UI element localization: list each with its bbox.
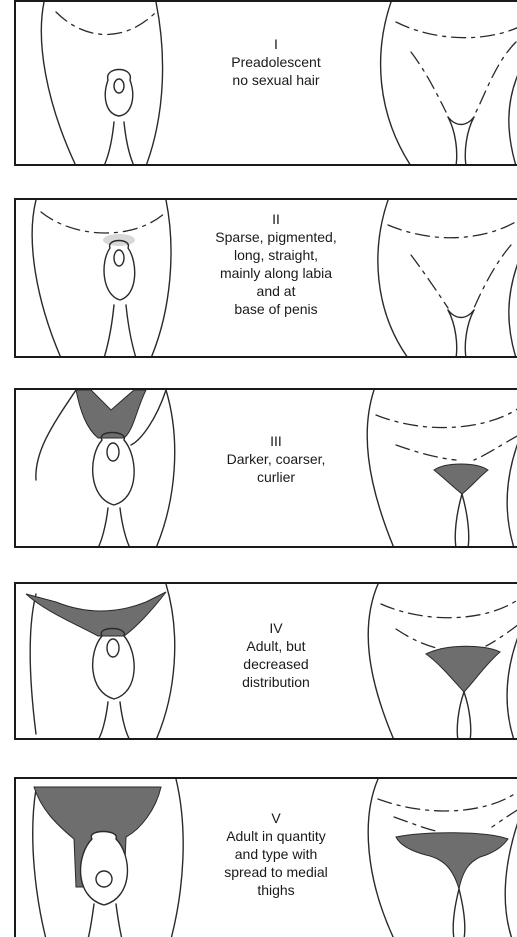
stage-2-line-1: Sparse, pigmented, <box>196 228 356 246</box>
stage-5-line-1: Adult in quantity <box>196 827 356 845</box>
stage-5-line-2: and type with <box>196 845 356 863</box>
stage-2-line-3: mainly along labia <box>196 264 356 282</box>
stage-1-line-1: Preadolescent <box>196 53 356 71</box>
stage-5-line-3: spread to medial <box>196 863 356 881</box>
stage-4-line-3: distribution <box>196 673 356 691</box>
stage-2-line-2: long, straight, <box>196 246 356 264</box>
stage-panel-3: III Darker, coarser, curlier <box>14 388 517 548</box>
stage-2-caption: II Sparse, pigmented, long, straight, ma… <box>196 210 356 318</box>
stage-panel-5: V Adult in quantity and type with spread… <box>14 777 517 937</box>
stage-3-numeral: III <box>196 432 356 450</box>
stage-2-line-5: base of penis <box>196 300 356 318</box>
stage-panel-1: I Preadolescent no sexual hair <box>14 0 517 166</box>
stage-5-numeral: V <box>196 809 356 827</box>
stage-1-numeral: I <box>196 35 356 53</box>
stage-4-line-1: Adult, but <box>196 637 356 655</box>
stage-2-line-4: and at <box>196 282 356 300</box>
stage-3-caption: III Darker, coarser, curlier <box>196 432 356 486</box>
stage-4-caption: IV Adult, but decreased distribution <box>196 619 356 691</box>
stage-5-caption: V Adult in quantity and type with spread… <box>196 809 356 899</box>
stage-panel-2: II Sparse, pigmented, long, straight, ma… <box>14 198 517 358</box>
stage-4-line-2: decreased <box>196 655 356 673</box>
stage-panel-4: IV Adult, but decreased distribution <box>14 582 517 740</box>
stage-3-line-2: curlier <box>196 468 356 486</box>
stage-5-line-4: thighs <box>196 881 356 899</box>
stage-2-numeral: II <box>196 210 356 228</box>
stage-3-line-1: Darker, coarser, <box>196 450 356 468</box>
stage-1-line-2: no sexual hair <box>196 71 356 89</box>
stage-1-caption: I Preadolescent no sexual hair <box>196 35 356 89</box>
stage-4-numeral: IV <box>196 619 356 637</box>
